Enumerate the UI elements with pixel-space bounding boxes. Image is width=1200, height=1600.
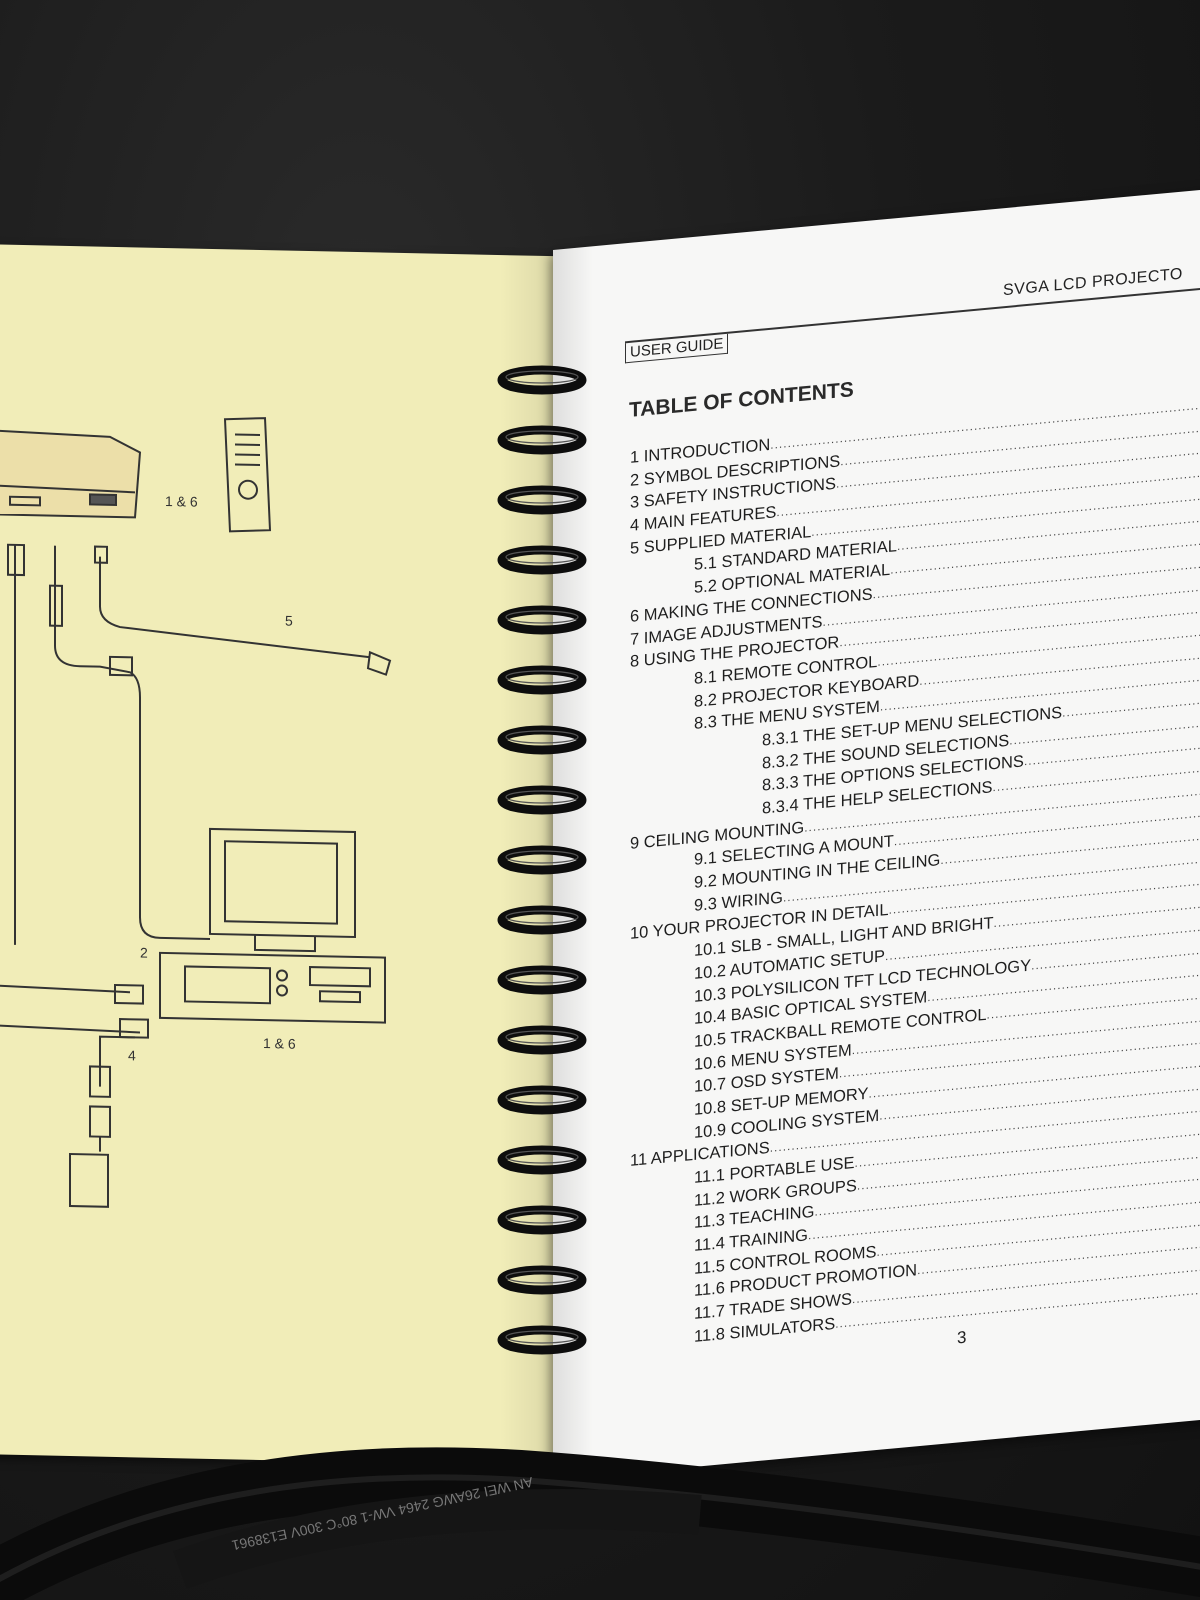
callout-label: 1 & 6 <box>263 1035 296 1052</box>
spiral-ring <box>497 1085 587 1115</box>
document-header-title: SVGA LCD PROJECTO <box>1003 265 1183 300</box>
spiral-ring <box>497 605 587 635</box>
spiral-ring <box>497 1265 587 1295</box>
toc-heading: TABLE OF CONTENTS <box>629 378 854 422</box>
callout-label: 2 <box>140 944 148 960</box>
callout-label: 4 <box>128 1047 136 1063</box>
spiral-ring <box>497 1205 587 1235</box>
spiral-ring <box>497 1145 587 1175</box>
spiral-ring <box>497 1325 587 1355</box>
projector-drawing <box>0 427 142 519</box>
right-page-table-of-contents: SVGA LCD PROJECTO USER GUIDE TABLE OF CO… <box>553 185 1200 1480</box>
black-cable: AN WEI 26AWG 2464 VW-1 80°C 300V E138961 <box>0 1447 1200 1600</box>
signal-cables-drawing <box>0 543 210 1034</box>
spiral-ring <box>497 725 587 755</box>
spiral-ring <box>497 365 587 395</box>
mouse-drawing <box>69 1035 135 1208</box>
spiral-binding <box>497 365 587 1355</box>
spiral-ring <box>497 785 587 815</box>
toc-list: 1 INTRODUCTION..........................… <box>630 389 1200 1354</box>
spiral-ring <box>497 425 587 455</box>
spiral-ring <box>497 665 587 695</box>
spiral-ring <box>497 485 587 515</box>
user-guide-tab: USER GUIDE <box>625 333 729 364</box>
connection-diagram: 1 & 6 5 <box>0 417 392 1208</box>
computer-monitor-drawing <box>114 827 386 1039</box>
page-number: 3 <box>957 1327 967 1348</box>
spiral-ring <box>497 965 587 995</box>
left-page-connection-diagram: 1 & 6 5 <box>0 243 560 1467</box>
callout-label: 1 & 6 <box>165 493 198 510</box>
spiral-ring <box>497 1025 587 1055</box>
power-cable-drawing <box>94 545 392 676</box>
remote-control-drawing <box>223 417 272 533</box>
header-rule <box>625 281 1200 344</box>
spiral-ring <box>497 545 587 575</box>
spiral-ring <box>497 905 587 935</box>
spiral-ring <box>497 845 587 875</box>
callout-label: 5 <box>285 613 293 629</box>
